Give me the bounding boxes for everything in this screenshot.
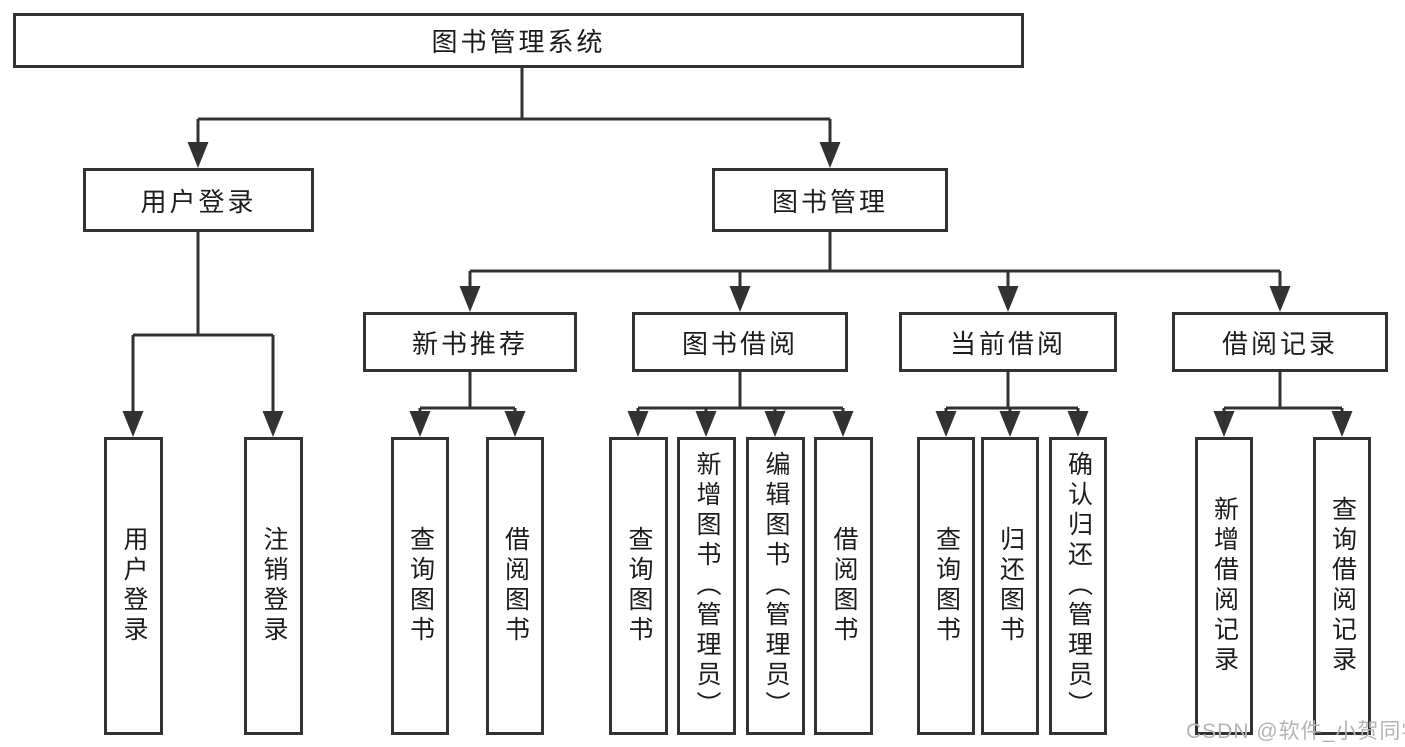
node-book-borrowing: 图书借阅 [632, 312, 848, 372]
node-new-book-recommendation: 新书推荐 [363, 312, 577, 372]
leaf-query-borrow-record: 查询借阅记录 [1313, 437, 1371, 735]
leaf-query-books-current: 查询图书 [917, 437, 975, 735]
node-current-borrowing: 当前借阅 [899, 312, 1117, 372]
leaf-add-books-admin: 新增图书（管理员） [677, 437, 736, 735]
leaf-logout: 注销登录 [244, 437, 303, 735]
leaf-query-books-recommend: 查询图书 [391, 437, 449, 735]
node-library-management-system: 图书管理系统 [13, 13, 1024, 68]
leaf-user-login: 用户登录 [104, 437, 163, 735]
leaf-query-books-borrowing: 查询图书 [609, 437, 668, 735]
arrowheads [122, 142, 1353, 437]
node-user-login-module: 用户登录 [83, 168, 314, 232]
leaf-confirm-return-admin: 确认归还（管理员） [1049, 437, 1107, 735]
leaf-borrow-books-borrowing: 借阅图书 [814, 437, 873, 735]
leaf-add-borrow-record: 新增借阅记录 [1195, 437, 1253, 735]
node-book-management-module: 图书管理 [712, 168, 948, 232]
leaf-edit-books-admin: 编辑图书（管理员） [746, 437, 805, 735]
node-borrowing-records: 借阅记录 [1172, 312, 1388, 372]
leaf-borrow-books-recommend: 借阅图书 [486, 437, 544, 735]
csdn-watermark: CSDN @软件_小贺同学 [1186, 720, 1405, 743]
leaf-return-books: 归还图书 [981, 437, 1039, 735]
